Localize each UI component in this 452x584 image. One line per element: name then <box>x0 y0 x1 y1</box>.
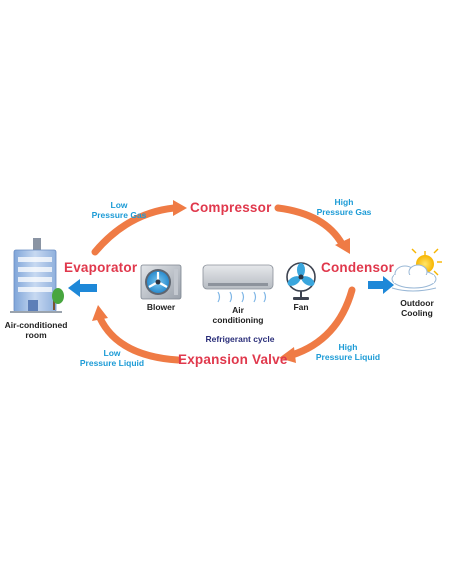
flow-arrow-to-room <box>68 279 97 297</box>
high-pressure-liquid-line1: High <box>338 342 358 352</box>
air-conditioner-icon <box>202 264 274 303</box>
low-pressure-liquid-label: Low Pressure Liquid <box>72 348 152 368</box>
evaporator-label: Evaporator <box>64 260 138 275</box>
high-pressure-gas-line2: Pressure Gas <box>316 207 372 217</box>
high-pressure-gas-label: High Pressure Gas <box>309 197 379 217</box>
blower-icon <box>140 264 182 300</box>
fan-label: Fan <box>293 302 309 312</box>
outdoor-cooling-label: Outdoor Cooling <box>392 298 442 318</box>
low-pressure-gas-label: Low Pressure Gas <box>82 200 156 220</box>
low-pressure-gas-line1: Low <box>110 200 128 210</box>
high-pressure-gas-line1: High <box>334 197 354 207</box>
fan-icon <box>286 262 316 300</box>
low-pressure-gas-line2: Pressure Gas <box>91 210 147 220</box>
room-label-line2: room <box>25 330 47 340</box>
refrigerant-cycle-label: Refrigerant cycle <box>205 334 275 344</box>
high-pressure-liquid-line2: Pressure Liquid <box>315 352 381 362</box>
outdoor-label-line1: Outdoor <box>400 298 434 308</box>
room-label-line1: Air-conditioned <box>4 320 68 330</box>
arrow-compressor-to-condensor <box>274 204 350 254</box>
sun-cloud-icon <box>391 248 442 292</box>
arrow-evaporator-to-compressor <box>91 200 187 256</box>
blower-label: Blower <box>146 302 176 312</box>
outdoor-label-line2: Cooling <box>401 308 433 318</box>
air-conditioned-room-label: Air-conditioned room <box>0 320 72 340</box>
air-conditioning-label: Air conditioning <box>203 305 273 325</box>
compressor-label: Compressor <box>190 200 272 215</box>
expansion-valve-label: Expansion Valve <box>178 352 288 367</box>
arrow-condensor-to-expansion <box>279 286 356 363</box>
high-pressure-liquid-label: High Pressure Liquid <box>308 342 388 362</box>
air-conditioning-line1: Air <box>232 305 244 315</box>
arrow-expansion-to-evaporator <box>92 305 182 364</box>
low-pressure-liquid-line1: Low <box>103 348 121 358</box>
air-conditioning-line2: conditioning <box>212 315 264 325</box>
flow-arrow-to-outdoor <box>368 276 394 294</box>
condensor-label: Condensor <box>321 260 395 275</box>
low-pressure-liquid-line2: Pressure Liquid <box>79 358 145 368</box>
building-icon <box>10 238 64 313</box>
